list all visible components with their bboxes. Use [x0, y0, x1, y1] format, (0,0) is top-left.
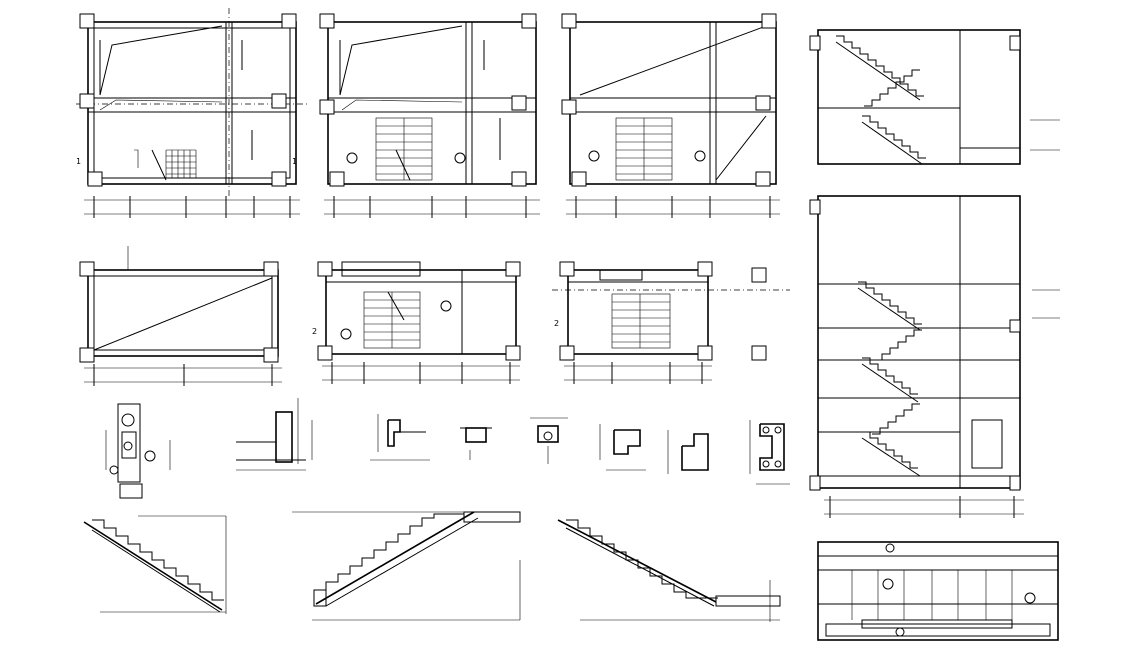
beam-detail-2 [236, 398, 313, 471]
beam-detail-1 [105, 403, 171, 499]
section-detail-8 [749, 420, 790, 485]
stair-plan-3 [561, 13, 780, 218]
stair-plan-1: 1 1 [76, 8, 308, 218]
plan1-left-mark: 1 [76, 157, 81, 166]
section-detail-3 [370, 414, 430, 461]
plan5-section-mark: 2 [554, 319, 559, 328]
flight-elevation-3 [557, 519, 781, 622]
stair-plan-2 [319, 13, 540, 218]
section-detail-4 [460, 427, 492, 460]
stair-plan-4: 2 [312, 261, 521, 384]
plan1-right-mark: 1 [292, 157, 297, 166]
stair-section-main [809, 195, 1060, 518]
stair-elevation-grid [817, 541, 1059, 641]
plan4-section-mark: 2 [312, 327, 317, 336]
stair-plan-5: 2 [552, 261, 790, 384]
stair-section-top [809, 29, 1060, 165]
section-detail-7 [667, 430, 709, 474]
flight-elevation-2 [292, 511, 521, 621]
roof-plan [79, 246, 282, 386]
flight-elevation-1 [83, 515, 227, 614]
section-detail-5 [530, 417, 568, 464]
section-detail-6 [599, 424, 646, 471]
